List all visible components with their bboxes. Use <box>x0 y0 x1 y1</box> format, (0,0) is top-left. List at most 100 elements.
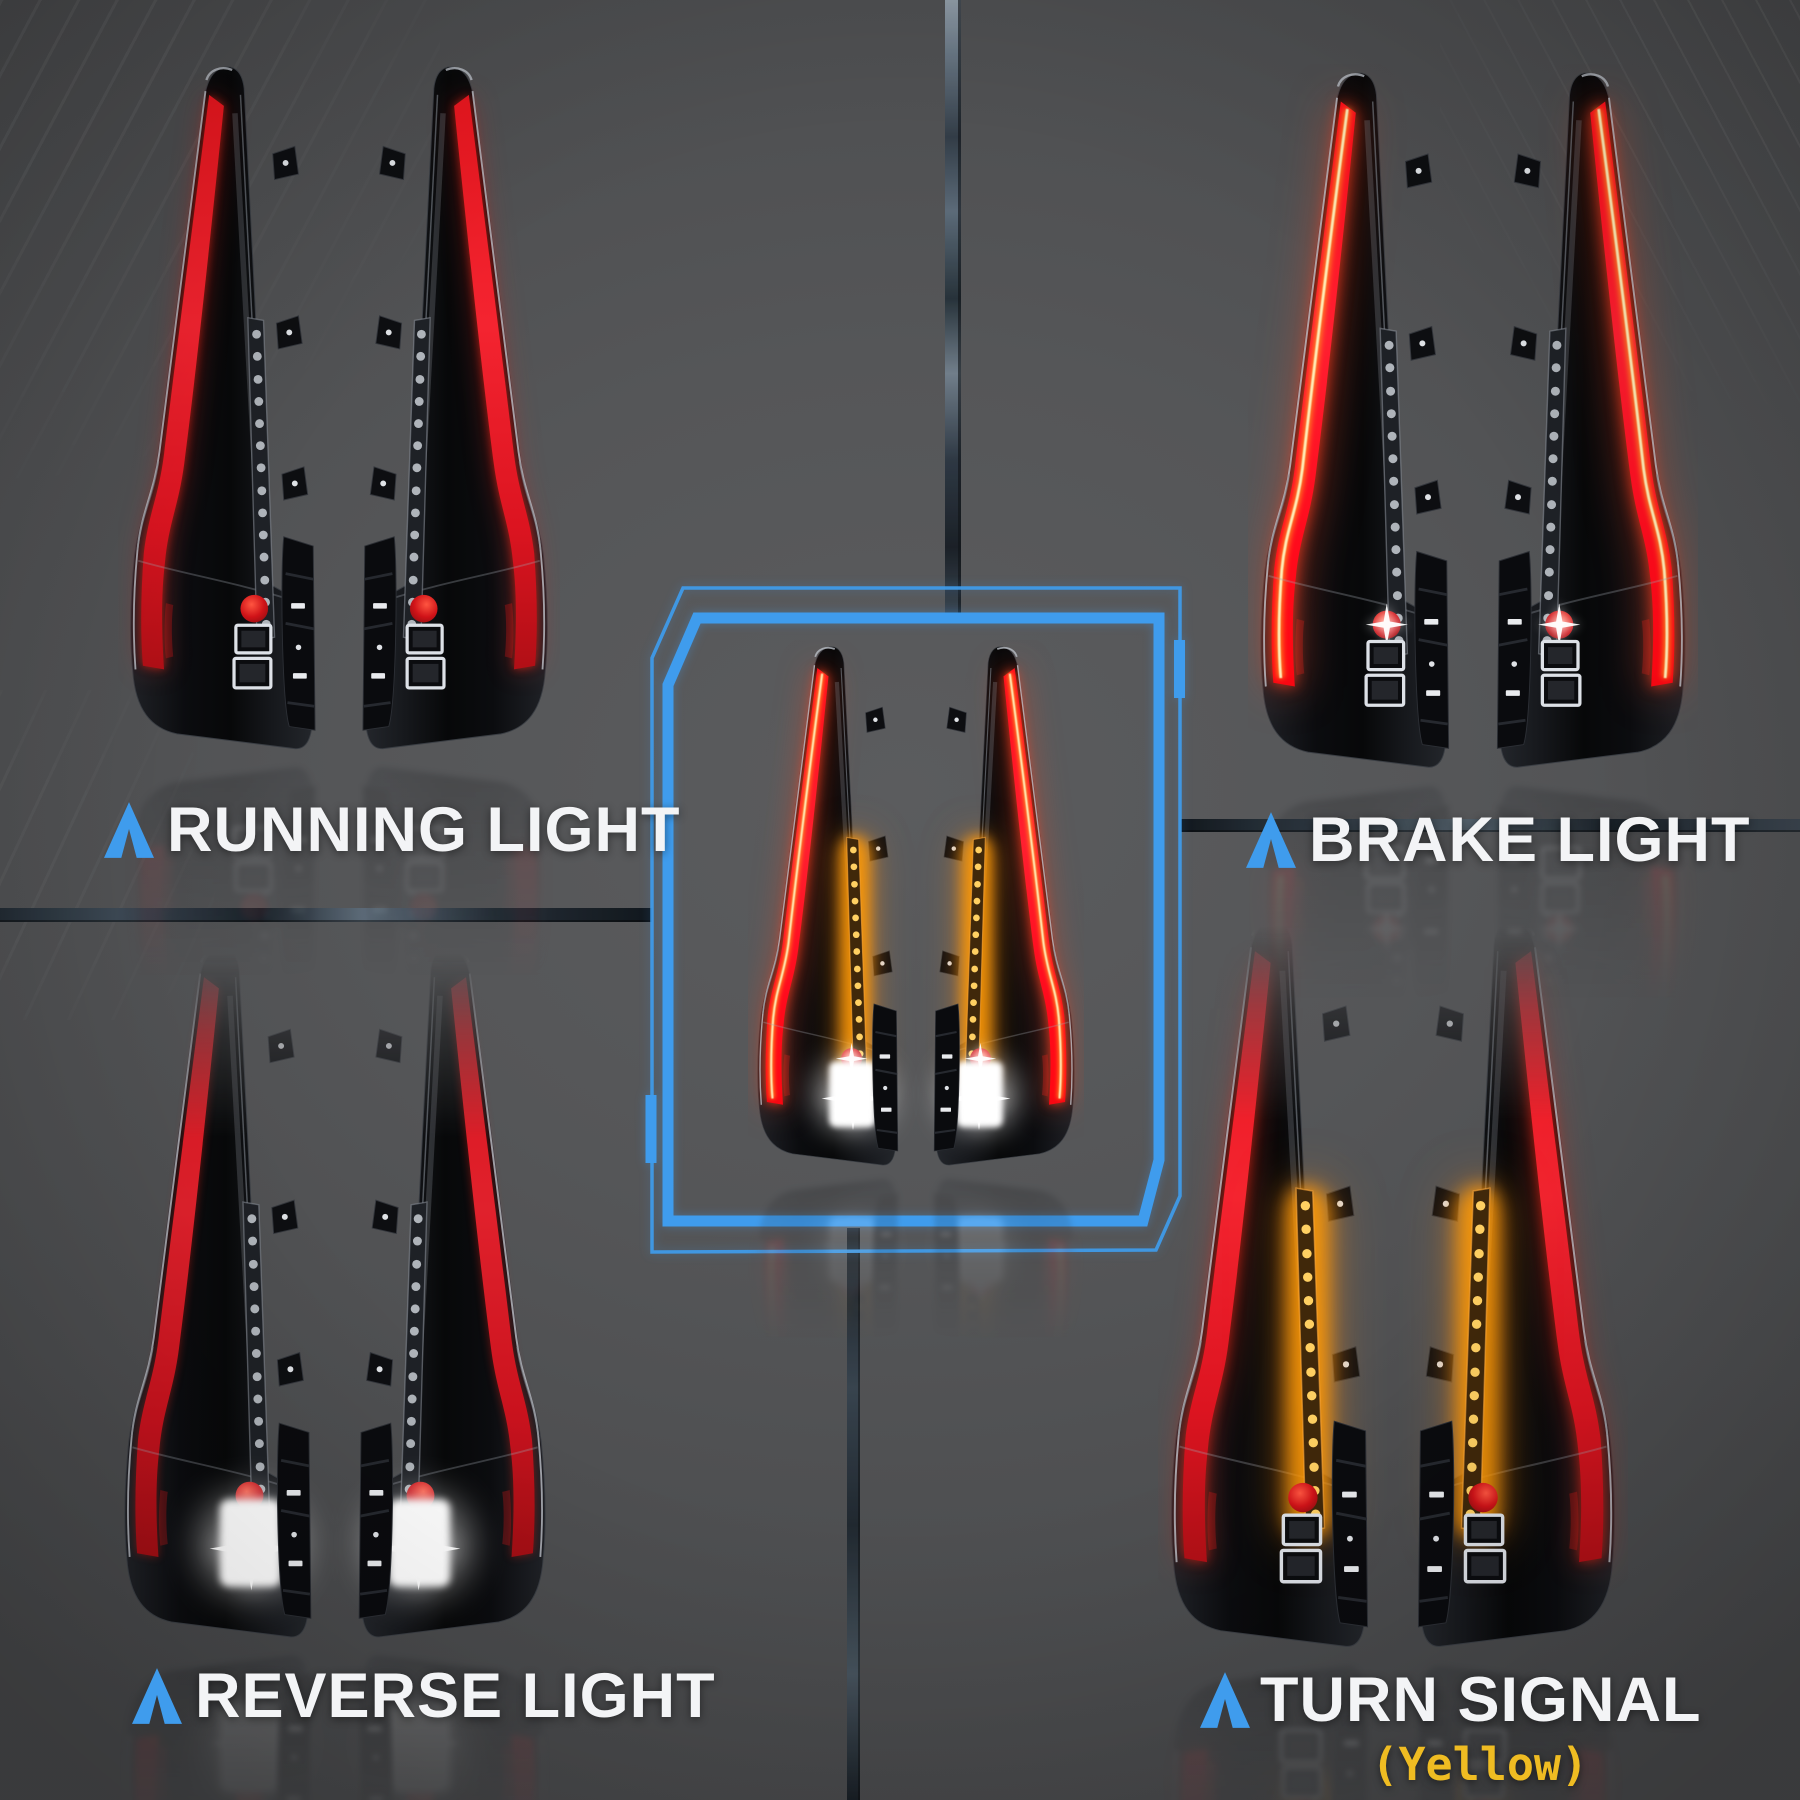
chevron-up-icon <box>1246 812 1296 868</box>
reflector-cells <box>232 623 273 690</box>
panel-divider-vertical-bottom <box>847 1228 860 1800</box>
highlight-frame <box>645 586 1185 1254</box>
bulb-lens <box>409 594 438 623</box>
mounting-bracket-tabs <box>366 1028 403 1387</box>
red-light-bar <box>141 846 224 1010</box>
chrome-trim <box>1608 866 1683 1033</box>
reflector-cells <box>1463 1728 1507 1799</box>
chevron-up-icon <box>104 802 154 858</box>
led-strip <box>841 836 870 1088</box>
brake-sparkle <box>1538 603 1581 646</box>
brake-hot-core <box>1595 874 1671 1033</box>
chevron-up-icon <box>1200 1672 1250 1728</box>
chevron-up-icon <box>132 1668 182 1724</box>
bulb-lens <box>1468 1482 1498 1513</box>
led-strip <box>1458 1187 1498 1538</box>
body-shoulder-line <box>762 1330 780 1364</box>
mounting-bracket-tabs <box>1405 153 1442 515</box>
reflector-strake <box>1042 1054 1049 1097</box>
tip-highlight <box>996 646 1018 658</box>
brake-sparkle <box>1365 907 1408 950</box>
body-shoulder-line <box>762 946 780 1014</box>
reflector-cells <box>1540 846 1582 914</box>
panel-divider-vertical-top <box>945 0 961 622</box>
body-shoulder-line <box>518 965 542 1010</box>
red-light-bar <box>1182 951 1271 1563</box>
tip-highlight <box>200 949 228 963</box>
red-light-bar <box>1003 1239 1067 1364</box>
label-brake-light: BRAKE LIGHT <box>1246 804 1750 876</box>
tail-lamp <box>1417 1665 1615 1800</box>
bottom-bracket-cluster <box>1417 1684 1455 1800</box>
panel-label: RUNNING LIGHT <box>167 795 681 865</box>
led-strip <box>1288 1187 1328 1538</box>
red-light-bar <box>765 1239 829 1364</box>
panel-label: TURN SIGNAL <box>1260 1665 1702 1735</box>
bottom-bracket-cluster <box>276 1673 312 1800</box>
reflector-strake <box>504 603 514 659</box>
reflector-cells <box>1463 1513 1507 1584</box>
bottom-bracket-cluster <box>281 536 316 731</box>
reflector-strake <box>1641 877 1651 934</box>
reverse-light-glow <box>814 1210 892 1288</box>
tail-lamp <box>130 766 316 1010</box>
bottom-bracket-cluster <box>1414 804 1450 1003</box>
tip-highlight <box>1250 921 1280 936</box>
reflector-cells <box>232 826 273 893</box>
reflector-cells <box>1364 639 1406 707</box>
body-shoulder-line <box>1177 1340 1203 1435</box>
bottom-bracket-cluster <box>1496 550 1532 749</box>
reflector-cells <box>1540 639 1582 707</box>
body-shoulder-line <box>136 965 160 1010</box>
reflector-strake <box>1295 877 1305 934</box>
tail-lamp <box>757 646 899 1166</box>
bottom-bracket-cluster <box>872 1003 899 1152</box>
mounting-bracket-tabs <box>267 1028 304 1387</box>
tail-lamp <box>933 646 1075 1166</box>
reverse-light-glow <box>200 1492 303 1596</box>
reflector-strake <box>1569 1491 1579 1551</box>
chrome-trim <box>132 846 207 1010</box>
tip-highlight <box>1581 73 1610 87</box>
body-shoulder-line <box>518 461 542 550</box>
red-light-bar <box>141 94 224 670</box>
reflector-strake <box>1207 1491 1217 1551</box>
reflector-cells <box>1279 1728 1323 1799</box>
bottom-bracket-cluster <box>276 1422 312 1619</box>
mounting-bracket-tabs <box>865 706 893 977</box>
red-light-bar <box>1590 866 1675 1033</box>
lamp-pair-brake <box>1248 64 1698 1033</box>
red-light-bar <box>454 846 537 1010</box>
mounting-bracket-tabs <box>272 145 309 501</box>
led-strip <box>1379 327 1409 659</box>
bottom-bracket-cluster <box>933 1003 960 1152</box>
panel-sublabel-yellow: (Yellow) <box>1371 1738 1589 1791</box>
red-light-bar <box>135 977 219 1557</box>
red-light-bar <box>454 94 537 670</box>
bulb-lens <box>409 893 438 921</box>
floor-reflection <box>1158 1656 1628 1800</box>
brake-sparkle <box>1538 907 1581 950</box>
mounting-bracket-tabs <box>939 706 967 977</box>
bottom-bracket-cluster <box>933 1192 960 1341</box>
body-shoulder-line <box>1655 474 1680 565</box>
tail-lamp <box>358 948 546 1638</box>
label-running-light: RUNNING LIGHT <box>104 794 680 866</box>
brake-hot-core <box>768 1245 825 1364</box>
reflector-strake <box>1641 619 1651 676</box>
reflector-strake <box>164 857 174 913</box>
floor-reflection <box>112 1646 558 1800</box>
tail-lamp <box>358 1654 546 1800</box>
reverse-light-glow <box>940 1056 1018 1134</box>
reflector-strake <box>1207 1761 1217 1800</box>
chrome-trim <box>759 1239 816 1364</box>
floor-reflection <box>748 1172 1084 1364</box>
reflector-strake <box>502 1746 512 1800</box>
red-light-bar <box>1515 951 1604 1563</box>
lamp-pair-running <box>118 58 560 1010</box>
brake-hot-core <box>1007 1245 1064 1364</box>
reflector-strake <box>783 1247 790 1290</box>
led-strip <box>402 316 431 642</box>
reflector-strake <box>504 857 514 913</box>
lamp-pair-center-all-on <box>748 640 1084 1364</box>
